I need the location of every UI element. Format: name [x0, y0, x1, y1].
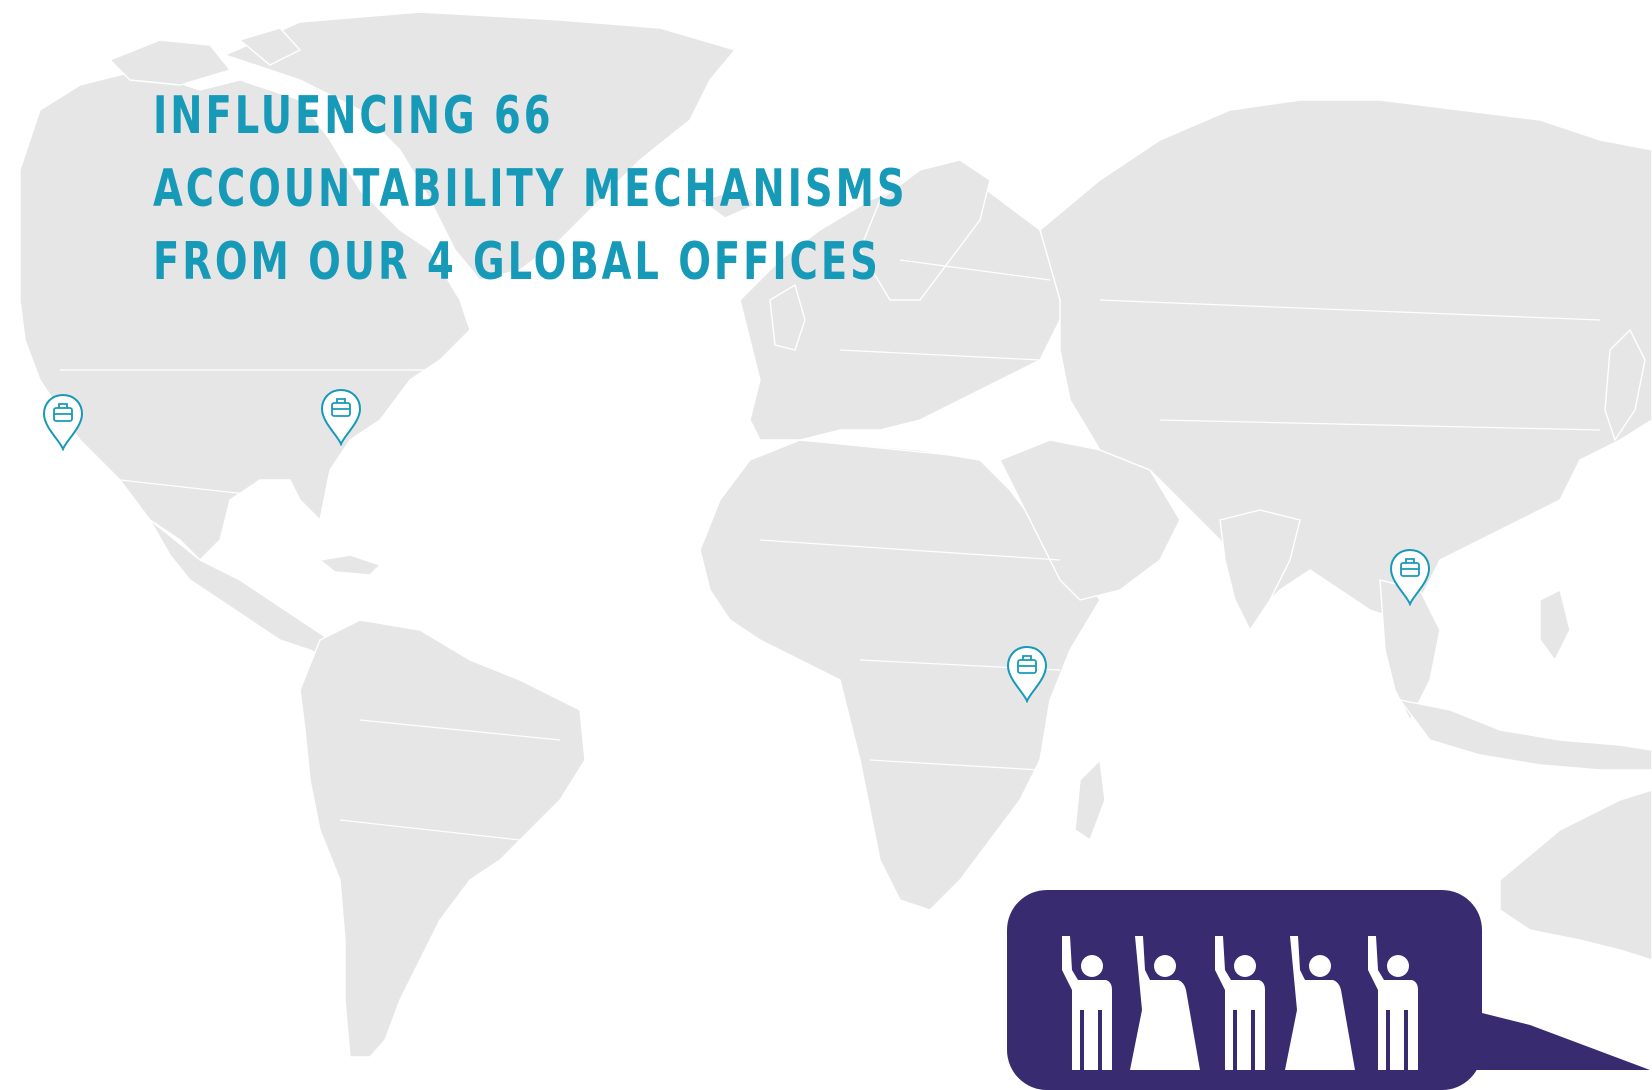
person-icon	[1285, 936, 1355, 1070]
australia-landmass	[1499, 789, 1652, 961]
person-icon	[1368, 936, 1418, 1070]
world-map	[19, 11, 1652, 1057]
madagascar-landmass	[1074, 759, 1106, 841]
middle-east-landmass	[999, 439, 1181, 601]
person-icon	[1130, 936, 1200, 1070]
iceland-landmass	[699, 189, 756, 219]
person-icon	[1062, 936, 1112, 1070]
arctic-islands-landmass	[109, 39, 231, 86]
person-icon	[1215, 936, 1265, 1070]
north-america-landmass	[19, 69, 471, 561]
headline-line-1: INFLUENCING 66	[153, 86, 554, 146]
headline: INFLUENCING 66 ACCOUNTABILITY MECHANISMS…	[153, 80, 908, 299]
indonesia-landmass	[1399, 699, 1652, 771]
caribbean-landmass	[319, 554, 381, 576]
headline-line-2: ACCOUNTABILITY MECHANISMS	[153, 159, 908, 219]
office-pin-us-west[interactable]	[42, 393, 84, 451]
south-america-landmass	[299, 619, 586, 1057]
philippines-landmass	[1539, 589, 1571, 661]
headline-line-3: FROM OUR 4 GLOBAL OFFICES	[153, 232, 881, 292]
scandinavia-landmass	[859, 159, 991, 301]
arctic-islands-2-landmass	[239, 27, 301, 66]
greenland-landmass	[224, 11, 736, 281]
india-landmass	[1219, 509, 1301, 631]
asia-landmass	[1039, 99, 1652, 621]
office-pin-east-africa[interactable]	[1006, 645, 1048, 703]
briefcase-icon	[42, 393, 84, 451]
briefcase-icon	[320, 388, 362, 446]
raised-hands-people-icon	[1050, 930, 1440, 1070]
africa-landmass	[699, 439, 1101, 911]
southeast-asia-landmass	[1379, 579, 1441, 721]
japan-landmass	[1604, 329, 1646, 441]
office-pin-southeast-asia[interactable]	[1389, 548, 1431, 606]
briefcase-icon	[1389, 548, 1431, 606]
office-pin-us-east[interactable]	[320, 388, 362, 446]
british-isles-landmass	[769, 284, 806, 351]
briefcase-icon	[1006, 645, 1048, 703]
banner-tail	[1470, 1010, 1650, 1070]
